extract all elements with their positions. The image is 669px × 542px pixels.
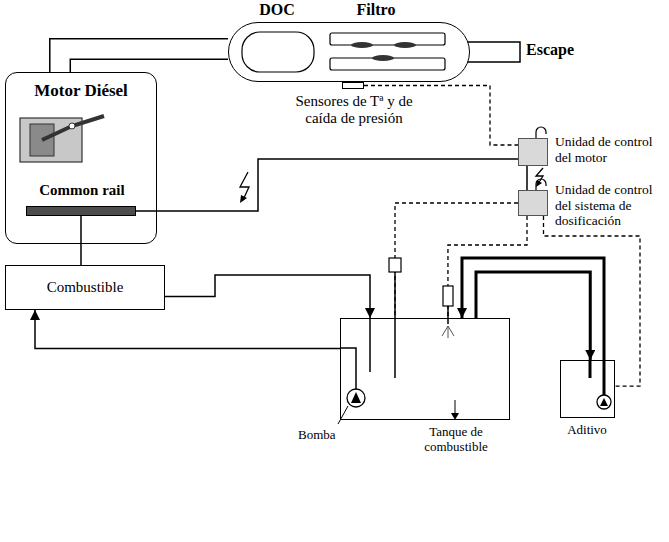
engine-rod: [42, 116, 104, 140]
level-sensor-rod: [394, 272, 396, 378]
pump-symbol: [347, 389, 365, 407]
injector: [443, 286, 453, 306]
engine-box: Motor DiéselCommon rail: [5, 72, 157, 244]
control-unit-box: Unidad de control del motor: [518, 138, 548, 166]
line-connector: [81, 216, 82, 265]
soot-deposit: [394, 42, 416, 48]
unit-label: Unidad de control del sistema de dosific…: [555, 182, 665, 229]
exhaust-pipe: [60, 49, 228, 72]
cable-symbol: [536, 179, 546, 190]
engine-title: Motor Diésel: [34, 81, 128, 101]
line-connector: [527, 166, 528, 190]
connector-path: [526, 166, 528, 190]
additive-line: [476, 272, 590, 360]
sensor-label: Sensores de Tª y de caída de presión: [279, 93, 429, 128]
pump-symbol: [351, 392, 361, 403]
exhaust-outlet: [468, 42, 520, 62]
unit-label: Unidad de control del motor: [555, 134, 665, 165]
pipe-bore: [60, 49, 228, 72]
part-label: Bomba: [298, 428, 336, 443]
level-sensor: [389, 258, 401, 272]
line-connector: [35, 310, 340, 349]
line-connector: [165, 275, 370, 318]
lightning-symbol: [240, 195, 247, 203]
cable-symbol: [536, 127, 546, 138]
doc-core: [242, 32, 314, 72]
additive-tank: Aditivo: [560, 360, 615, 418]
connector-path: [165, 275, 370, 318]
connector-path: [476, 272, 590, 360]
connector-path: [462, 258, 604, 360]
connector-path: [35, 310, 340, 349]
fuel-tank: Tanque de combustible: [340, 318, 510, 420]
connector-path: [80, 216, 82, 265]
suction-pipe: [341, 348, 356, 389]
fuel-system-box: Combustible: [5, 265, 165, 310]
part-label: Common rail: [12, 182, 152, 199]
soot-deposit: [372, 55, 394, 61]
leader-line: [455, 400, 456, 414]
engine-joint: [69, 123, 75, 129]
injector-nozzle: [447, 306, 449, 324]
part-label: Filtro: [341, 1, 411, 19]
sensor-block: Sensores de Tª y de caída de presión: [342, 82, 364, 89]
connector-path: [395, 203, 518, 318]
soot-deposit: [351, 42, 373, 48]
box-label: Combustible: [47, 279, 124, 296]
engine-block: [20, 118, 82, 162]
filter-plate: [330, 33, 445, 45]
additive-line: [462, 258, 604, 360]
spray-symbol: [442, 326, 454, 338]
connector-path: [448, 216, 527, 318]
tank-label: Aditivo: [547, 423, 627, 438]
signal-line: [448, 216, 527, 318]
pump-symbol: [597, 395, 611, 409]
additive-pipe: [603, 361, 606, 395]
control-unit-box: Unidad de control del sistema de dosific…: [518, 190, 548, 216]
pump-symbol: [600, 398, 608, 406]
outlet-label: Escape: [526, 41, 574, 59]
return-pipe: [369, 318, 371, 372]
common-rail-bar: Common rail: [26, 206, 136, 216]
aftertreatment-housing: DOCFiltro: [228, 22, 470, 82]
part-label: DOC: [247, 1, 307, 19]
additive-pipe: [589, 361, 592, 378]
signal-line: [395, 203, 518, 318]
pipe-wall: [60, 49, 228, 72]
tank-label: Tanque de combustible: [401, 425, 511, 455]
leader-arrow: [451, 413, 459, 420]
